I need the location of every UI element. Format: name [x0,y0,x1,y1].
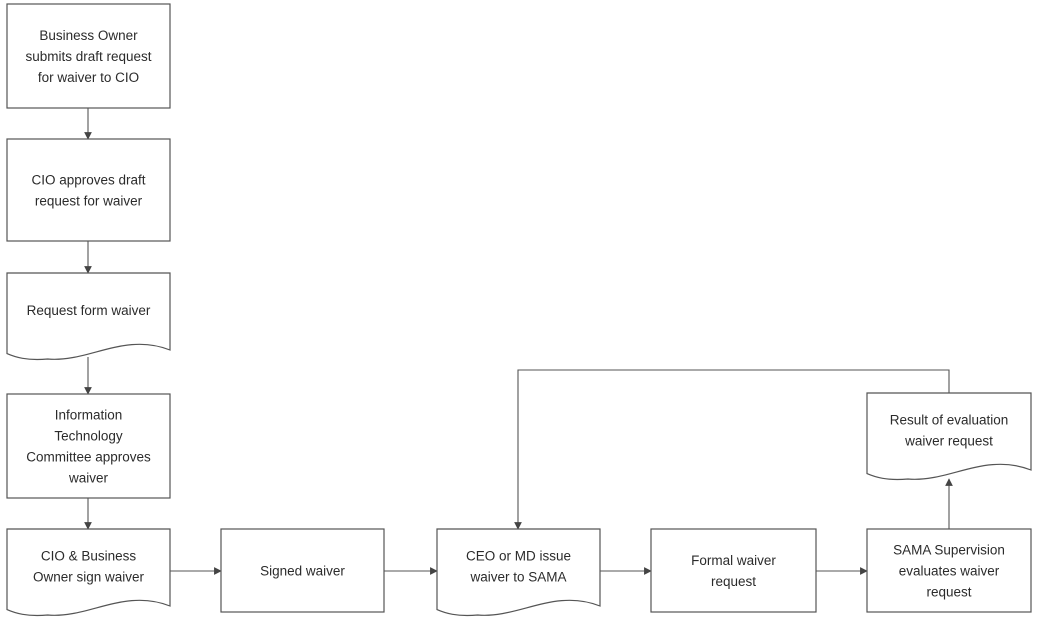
node-ceo-md-issue: CEO or MD issue waiver to SAMA [436,528,601,617]
node-label-line: waiver [68,471,109,486]
node-label-line: Technology [54,429,123,444]
process-box [6,393,171,499]
node-label: Request form waiver [27,303,151,318]
node-request-form-waiver: Request form waiver [6,272,171,361]
process-box [6,138,171,242]
node-cio-approves-draft: CIO approves draft request for waiver [6,138,171,242]
arrow-n10-to-n7 [514,369,950,530]
edges [84,108,953,575]
node-label-line: request [926,585,971,600]
node-label-line: evaluates waiver [899,564,1000,579]
node-label-line: Owner sign waiver [33,570,145,585]
document-shape [6,272,171,361]
node-label-line: SAMA Supervision [893,543,1005,558]
node-label: Formal waiver request [691,553,776,589]
node-label-line: CEO or MD issue [466,549,571,564]
node-label: Result of evaluation waiver request [890,413,1009,449]
node-label-line: CIO & Business [41,549,137,564]
process-box [866,528,1032,613]
nodes: Business Owner submits draft request for w… [6,3,1032,617]
node-business-owner-submits: Business Owner submits draft request for w… [6,3,171,109]
node-label-line: Formal waiver [691,553,776,568]
node-label-line: Signed waiver [260,564,345,579]
document-shape [6,528,171,617]
node-result-of-evaluation: Result of evaluation waiver request [866,392,1032,481]
node-label: SAMA Supervision evaluates waiver request [893,543,1005,600]
process-box [650,528,817,613]
document-shape [866,392,1032,481]
process-box [6,3,171,109]
node-label-line: waiver request [904,434,993,449]
node-label-line: request [711,574,756,589]
node-label-line: Information [55,408,123,423]
node-label-line: Committee approves [26,450,151,465]
node-label-line: CIO approves draft [31,173,145,188]
node-sama-supervision-evaluates: SAMA Supervision evaluates waiver request [866,528,1032,613]
node-label-line: Business Owner [39,28,138,43]
node-label: CEO or MD issue waiver to SAMA [466,549,571,585]
node-signed-waiver: Signed waiver [220,528,385,613]
node-label-line: for waiver to CIO [38,70,139,85]
node-label-line: Result of evaluation [890,413,1009,428]
node-label-line: waiver to SAMA [469,570,566,585]
node-label-line: submits draft request [25,49,151,64]
node-label: Signed waiver [260,564,345,579]
node-label: Business Owner submits draft request for w… [25,28,151,85]
node-label-line: request for waiver [35,194,143,209]
process-box [220,528,385,613]
node-label-line: Request form waiver [27,303,151,318]
document-shape [436,528,601,617]
node-formal-waiver-request: Formal waiver request [650,528,817,613]
node-label: CIO approves draft request for waiver [31,173,145,209]
